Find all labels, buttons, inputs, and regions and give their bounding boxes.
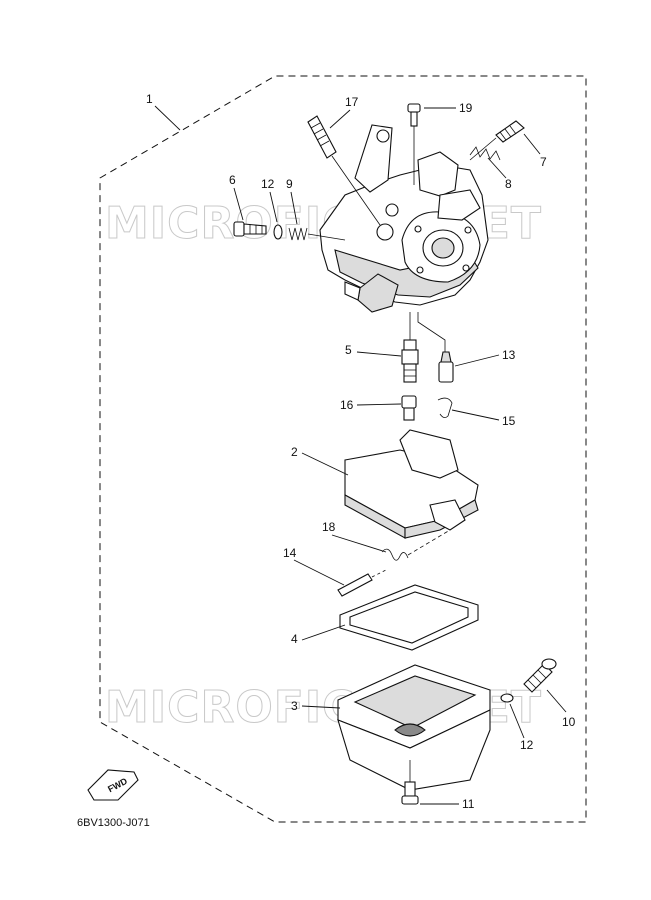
part-3-float-chamber <box>337 664 491 791</box>
leader-6 <box>233 187 244 221</box>
callout-10: 10 <box>562 715 576 729</box>
leader-12-bottom <box>509 703 525 739</box>
leader-3 <box>301 705 341 709</box>
leader-13 <box>454 354 500 367</box>
part-15-clip <box>437 397 453 418</box>
part-12-o-ring-bottom <box>500 693 514 703</box>
part-14-float-pin <box>337 569 387 597</box>
callout-11: 11 <box>462 797 475 811</box>
leader-8 <box>487 157 507 179</box>
callout-12-bottom: 12 <box>520 738 534 752</box>
leader-14 <box>293 559 345 586</box>
callout-18: 18 <box>322 520 336 534</box>
callout-13: 13 <box>502 348 516 362</box>
part-9-spring <box>288 227 346 241</box>
carburetor-body <box>319 124 489 313</box>
part-16-main-jet <box>401 395 417 421</box>
part-5-main-nozzle <box>401 339 419 383</box>
leader-5 <box>356 351 402 357</box>
part-7-idle-screw <box>469 120 525 161</box>
part-8-spring <box>469 146 501 161</box>
callout-19: 19 <box>459 101 473 115</box>
callout-3: 3 <box>291 699 298 713</box>
part-17-pilot-screw <box>307 115 381 226</box>
part-4-gasket <box>339 584 479 651</box>
callout-7: 7 <box>540 155 547 169</box>
leader-15 <box>451 409 500 421</box>
fwd-direction-arrow: FWD <box>87 769 139 801</box>
leader-17 <box>329 109 351 129</box>
part-13-needle-valve <box>438 351 454 383</box>
part-10-drain-screw <box>523 658 557 693</box>
callout-17: 17 <box>345 95 359 109</box>
leader-12-top <box>269 191 278 223</box>
callout-12-top: 12 <box>261 177 275 191</box>
callout-1: 1 <box>146 92 153 106</box>
diagram-code: 6BV1300-J071 <box>77 817 150 829</box>
part-12-o-ring-top <box>273 224 283 240</box>
callout-8: 8 <box>505 177 512 191</box>
callout-5: 5 <box>345 343 352 357</box>
leader-16 <box>356 403 402 406</box>
callout-6: 6 <box>229 173 236 187</box>
leader-18 <box>331 534 387 553</box>
part-19-screw <box>407 103 421 185</box>
leader-1 <box>154 105 181 131</box>
leader-4 <box>301 624 346 641</box>
leader-7 <box>523 133 541 155</box>
callout-9: 9 <box>286 177 293 191</box>
leader-2 <box>301 452 349 476</box>
part-11-bolt <box>401 760 419 805</box>
part-18-spring <box>381 529 451 561</box>
callout-16: 16 <box>340 398 354 412</box>
needle-guide-line <box>417 312 446 352</box>
callout-4: 4 <box>291 632 298 646</box>
leader-9 <box>290 191 298 225</box>
callout-14: 14 <box>283 546 297 560</box>
part-6-throttle-stop-screw <box>233 221 267 237</box>
leader-10 <box>546 689 567 713</box>
callout-15: 15 <box>502 414 516 428</box>
part-2-float <box>344 429 479 539</box>
callout-2: 2 <box>291 445 298 459</box>
